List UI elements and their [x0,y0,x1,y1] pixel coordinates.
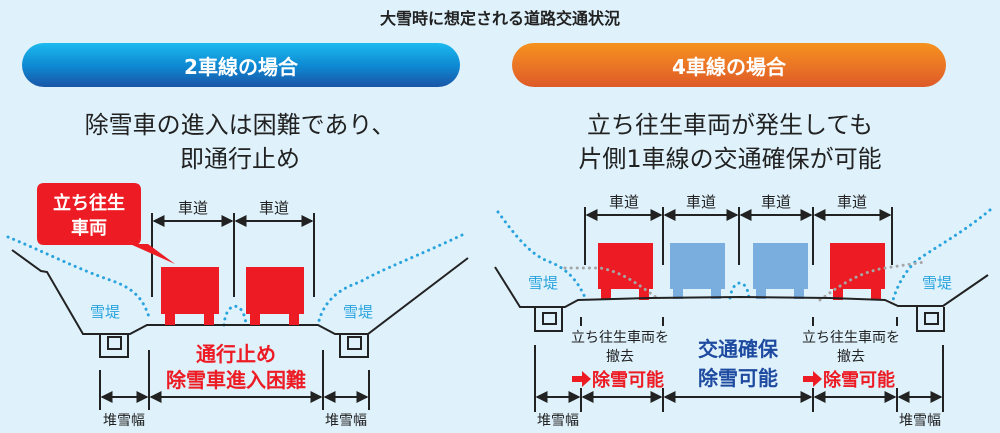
snow-width-dimension [99,350,370,410]
road-cross-section [11,249,469,335]
lane-label: 車道 [837,193,867,211]
snow-bank-removed [563,266,662,302]
side-note: 撤去 [606,349,634,365]
lane-label: 車道 [259,199,289,217]
lane-dimension [584,207,893,265]
side-note: 撤去 [837,349,865,365]
description-line: 片側1車線の交通確保が可能 [578,145,882,173]
snow-bank-outline [496,210,588,302]
lane-label: 車道 [609,193,639,211]
road-cross-section [494,266,989,308]
description-line: 除雪車の進入は困難であり、 [84,111,396,139]
snow-mound [222,304,248,327]
vehicle [753,243,808,299]
description-line: 即通行止め [180,145,300,173]
snow-bank-outline [316,233,464,327]
drain-icon [534,307,945,332]
snow-bank-label: 雪堤 [922,274,952,292]
callout: 立ち往生 車両 [37,183,175,264]
snow-width-label: 堆雪幅 [325,413,367,429]
vehicle [598,243,653,300]
snow-bank-outline [6,235,152,322]
snow-width-label: 堆雪幅 [103,413,145,429]
snow-bank-removed [818,260,927,302]
traffic-secured: 除雪可能 [698,366,778,390]
callout-text: 立ち往生 [53,192,125,214]
two-lane-diagram: 車道 車道 立ち往生 車両 雪堤 雪堤 通行止め 除雪車進入困難 堆雪幅 堆雪幅 [6,183,469,429]
four-lane-diagram: 車道 車道 車道 車道 雪堤 雪堤 立ち往生車両を 撤去 除雪可能 立ち往生車両… [494,193,992,429]
snow-width-label: 堆雪幅 [537,413,579,429]
snow-bank-label: 雪堤 [528,274,558,292]
page-title: 大雪時に想定される道路交通状況 [379,9,620,28]
snow-removal-possible: 除雪可能 [823,369,895,391]
drain-icon [99,334,369,358]
four-lane-header: 4車線の場合 [512,43,946,87]
side-note: 立ち往生車両を [571,329,669,346]
snow-mound [728,281,751,300]
lane-label: 車道 [761,193,791,211]
lane-dimension [151,213,315,297]
vehicle [670,243,725,299]
snow-bank-label: 雪堤 [343,303,373,321]
lane-label: 車道 [178,199,208,217]
two-lane-description: 除雪車の進入は困難であり、 即通行止め [0,108,480,176]
four-lane-description: 立ち往生車両が発生しても 片側1車線の交通確保が可能 [480,108,980,176]
snow-bank-label: 雪堤 [90,303,120,321]
stuck-vehicle [246,267,304,325]
traffic-secured: 交通確保 [698,337,779,361]
closure-status: 除雪車進入困難 [166,368,306,392]
two-lane-header: 2車線の場合 [22,43,460,87]
snow-width-label: 堆雪幅 [899,413,941,429]
closure-status: 通行止め [196,342,276,366]
snow-removal-possible: 除雪可能 [592,369,664,391]
arrow-right-icon [572,371,591,387]
snow-bank-outline [891,208,992,302]
lane-label: 車道 [686,193,716,211]
side-note: 立ち往生車両を [802,329,900,346]
stuck-vehicle [161,267,219,325]
description-line: 立ち往生車両が発生しても [586,111,874,139]
vehicle [830,243,885,300]
callout-text: 車両 [71,217,107,239]
arrow-right-icon [803,371,822,387]
